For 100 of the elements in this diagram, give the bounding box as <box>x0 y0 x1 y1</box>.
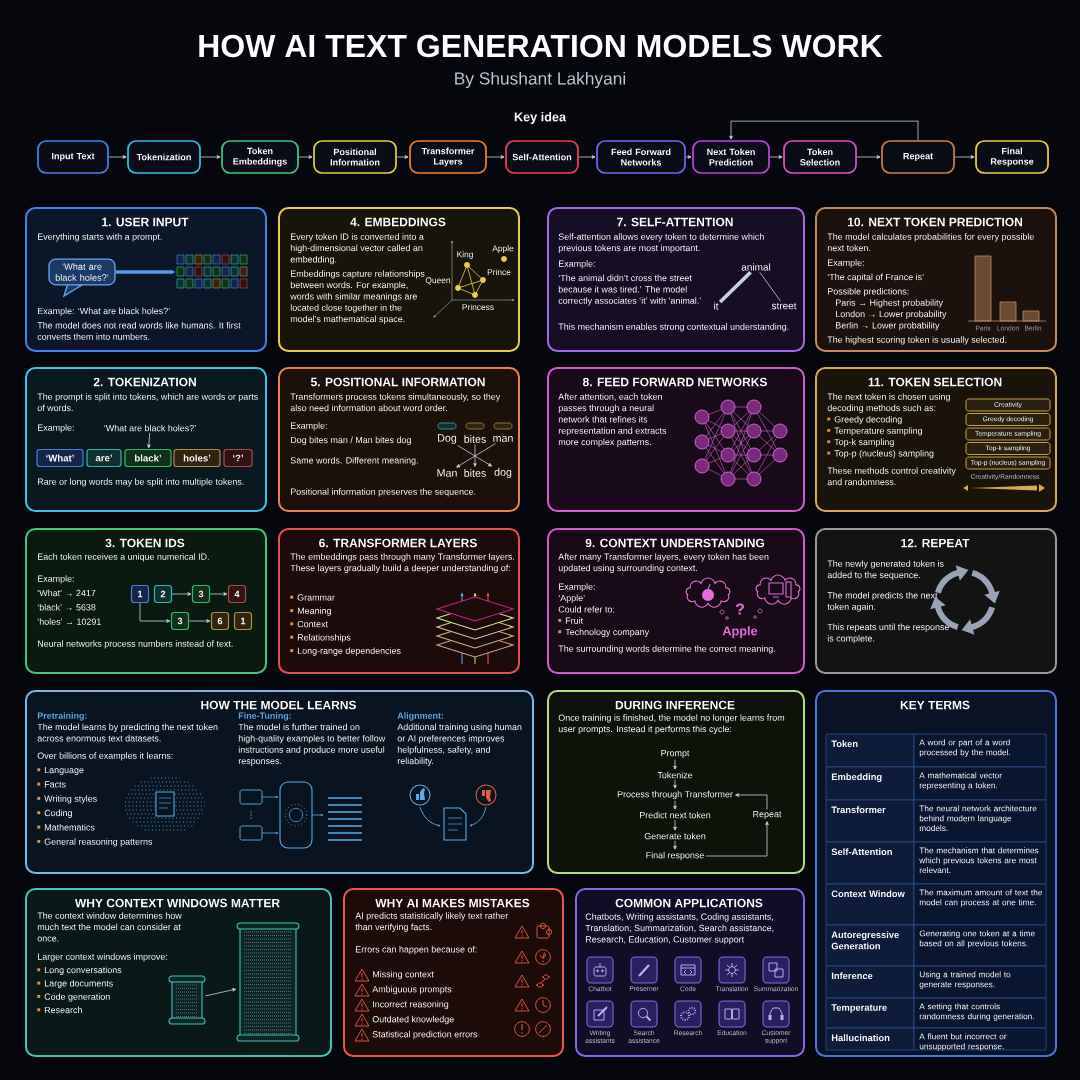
text-line: ‘holes’ → 10291 <box>37 618 101 625</box>
paragraph: Larger context windows improve: <box>38 953 167 962</box>
table-cell: Autoregressive Generation <box>825 924 915 967</box>
bullet-item: General reasoning patterns <box>37 838 153 847</box>
token-box: ‘?’ <box>223 448 253 468</box>
arrow <box>139 602 171 623</box>
paragraph: Over billions of examples it learns: <box>37 752 173 761</box>
point-label: Queen <box>425 277 451 285</box>
paragraph: The surrounding words determine the correct meaning. <box>558 645 775 654</box>
token-id-box: 6 <box>210 611 230 631</box>
word-label: dog <box>494 468 512 478</box>
card-heading: 7. SELF-ATTENTION <box>617 217 733 227</box>
list-item: Outdated knowledge <box>372 1015 454 1025</box>
arrow <box>486 155 505 159</box>
flow-step: Generate token <box>644 832 706 840</box>
point-label: Prince <box>487 268 511 276</box>
table-cell: Self-Attention <box>825 841 915 885</box>
arrow <box>769 155 783 159</box>
bullet-item: Mathematics <box>37 823 95 831</box>
card-heading: WHY CONTEXT WINDOWS MATTER <box>75 898 280 908</box>
bullet-item: Technology company <box>558 628 650 637</box>
text-line: ‘What’ → 2417 <box>37 589 96 597</box>
table-cell: A mathematical vector representing a token. <box>913 766 1047 801</box>
speech-bubble: ‘What are black holes?’ <box>48 258 116 298</box>
example-phrase: ‘What are black holes?’ <box>104 424 196 432</box>
bullet-item: Context <box>290 620 328 628</box>
bullet-item: Large documents <box>37 979 113 989</box>
section-label: Fine-Tuning: <box>238 712 291 721</box>
section-label: Pretraining: <box>37 712 87 721</box>
arrow <box>705 821 769 857</box>
flow-step: Tokenize <box>657 771 693 779</box>
paragraph: Example: <box>559 260 595 269</box>
flow-step: Repeat <box>753 811 782 819</box>
paragraph: The model does not read words like humans. It first converts them into numbers. <box>37 321 241 340</box>
card-heading: 11. TOKEN SELECTION <box>868 377 1002 387</box>
token-id-box: 3 <box>191 584 211 604</box>
arrow <box>115 270 176 274</box>
paragraph: Embeddings capture relationships between words. For example, words with similar meanings are located close together in the model’s mathematical space. <box>290 270 425 324</box>
card-heading: 12. REPEAT <box>901 538 970 548</box>
paragraph: AI predicts statistically likely text rather than verifying facts. <box>355 912 508 932</box>
word-label: Man <box>437 469 457 477</box>
section-label: Alignment: <box>397 712 444 721</box>
table-cell: A fluent but incorrect or unsupported response. <box>913 1027 1047 1051</box>
arrow <box>954 155 975 159</box>
bullet-item: Facts <box>37 781 66 788</box>
paragraph: The newly generated token is added to the sequence. <box>827 560 944 580</box>
card-heading: 4. EMBEDDINGS <box>350 217 446 227</box>
arrow <box>673 759 677 770</box>
scroll-drawing <box>168 975 206 1025</box>
list-item: Ambiguous prompts <box>372 985 452 995</box>
paragraph: Example: <box>38 424 74 433</box>
table-cell: Temperature <box>825 997 915 1029</box>
paragraph: Errors can happen because of: <box>356 945 477 955</box>
arrow <box>108 155 127 159</box>
word-label: bites <box>464 435 486 443</box>
scroll-drawing <box>236 922 300 1042</box>
flow-step-box: Positional Information <box>313 140 397 174</box>
arrow <box>396 155 409 159</box>
table-cell: Hallucination <box>825 1027 915 1051</box>
paragraph: Self-attention allows every token to determine which previous tokens are most important. <box>558 233 764 253</box>
bullet-item: Top-k sampling <box>827 438 894 447</box>
arrow <box>204 988 237 997</box>
paragraph: Each token receives a unique numerical ID. <box>38 553 209 562</box>
flow-step-box: Tokenization <box>127 140 201 174</box>
card-heading: 2. TOKENIZATION <box>93 377 196 387</box>
arrow <box>729 120 919 141</box>
point-label: Princess <box>462 303 494 311</box>
paragraph: Once training is finished, the model no longer learns from user prompts. Instead it performs this cycle: <box>558 714 785 734</box>
arrow <box>685 155 692 159</box>
flow-step: Prompt <box>661 750 690 758</box>
paragraph: Additional training using human or AI preferences improves helpfulness, safety, and reliability. <box>397 723 522 766</box>
card-heading: COMMON APPLICATIONS <box>615 898 763 908</box>
flow-step-box: Token Selection <box>783 140 857 174</box>
connector-line <box>759 271 781 302</box>
arrow <box>473 444 477 467</box>
table-cell: Transformer <box>825 799 915 843</box>
paragraph: This repeats until the response is complete. <box>827 623 950 644</box>
token-id-box: 3 <box>170 611 190 631</box>
paragraph: Chatbots, Writing assistants, Coding assistants, Translation, Summarization, Search assistance, Research, Education, Customer support <box>585 913 774 945</box>
word-label: street <box>771 302 797 310</box>
token-id-box: 1 <box>233 611 253 631</box>
paragraph: The prompt is split into tokens, which are words or parts of words. <box>37 393 258 412</box>
word-label: it <box>714 302 719 310</box>
paragraph: Everything starts with a prompt. <box>38 233 162 242</box>
paragraph: Rare or long words may be split into multiple tokens. <box>38 478 244 487</box>
table-cell: Token <box>825 733 915 768</box>
card-heading: 1. USER INPUT <box>102 217 189 227</box>
flow-step-box: Token Embeddings <box>221 140 299 174</box>
flow-step-box: Feed Forward Networks <box>596 140 686 174</box>
number-grid-drawing <box>176 254 248 289</box>
list-item: Missing context <box>373 970 434 980</box>
card-heading: WHY AI MAKES MISTAKES <box>375 898 530 908</box>
paragraph: These methods control creativity and randomness. <box>827 467 956 486</box>
table-cell: The mechanism that determines which previous tokens are most relevant. <box>913 841 1047 885</box>
card-heading: 8. FEED FORWARD NETWORKS <box>582 377 767 387</box>
word-label: man <box>493 436 513 442</box>
word-label: Apple <box>722 626 758 638</box>
paragraph: Possible predictions: <box>828 287 909 297</box>
word-label: animal <box>741 263 771 271</box>
arrow <box>188 619 211 623</box>
